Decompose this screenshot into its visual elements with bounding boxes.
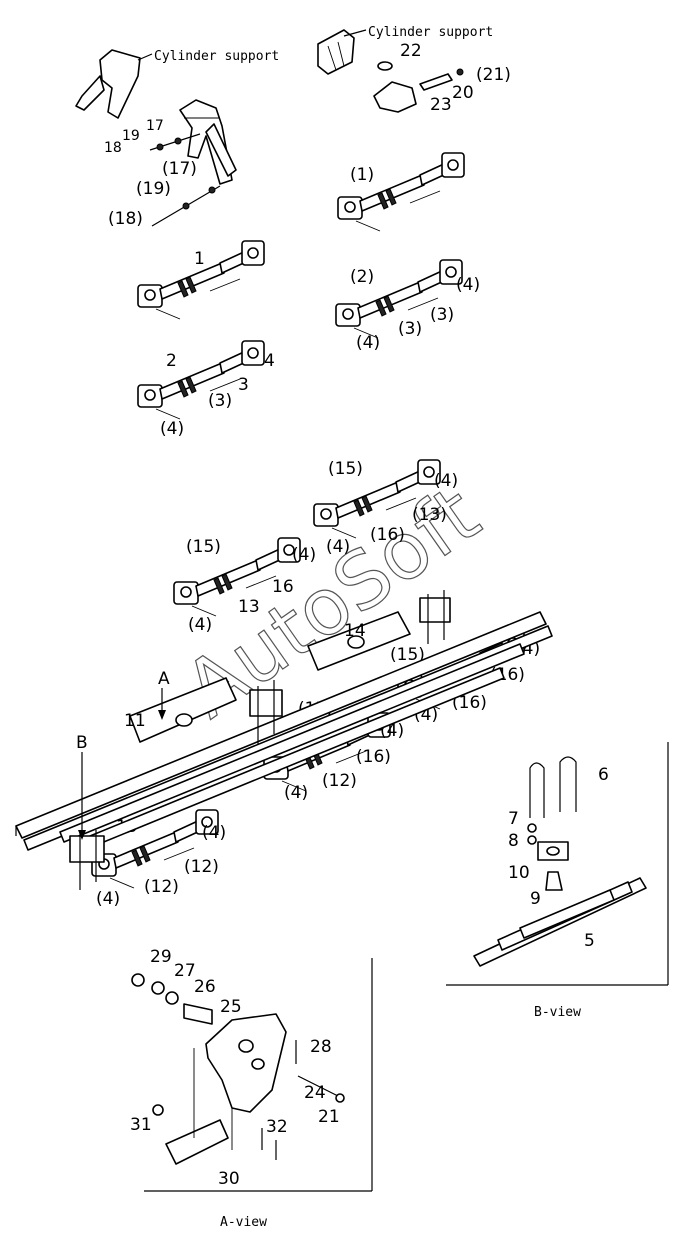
label-20: 20	[452, 83, 474, 103]
a-view-hanger	[165, 1013, 287, 1165]
label-12p-a: (12)	[322, 771, 357, 791]
label-9: 9	[530, 889, 541, 909]
label-16p-a: (16)	[370, 525, 405, 545]
label-18p: (18)	[108, 209, 143, 229]
nut-29	[131, 973, 145, 987]
label-11: 11	[124, 711, 146, 731]
label-31: 31	[130, 1115, 152, 1135]
label-21: 21	[318, 1107, 340, 1127]
label-3p-a: (3)	[430, 305, 454, 325]
label-29: 29	[150, 947, 172, 967]
label-14: 14	[344, 621, 366, 641]
label-15p-c: (15)	[390, 645, 425, 665]
label-6: 6	[598, 765, 609, 785]
label-32: 32	[266, 1117, 288, 1137]
label-3p-b: (3)	[398, 319, 422, 339]
label-8: 8	[508, 831, 519, 851]
label-3p-c: (3)	[208, 391, 232, 411]
leaf-spring-assembly	[15, 611, 553, 851]
spring-hanger-b	[69, 830, 105, 890]
a-view-frame	[144, 958, 373, 1192]
pin-24	[297, 1075, 339, 1097]
label-4p-d: (4)	[434, 471, 458, 491]
label-25: 25	[220, 997, 242, 1017]
caption-b-view: B-view	[534, 1005, 581, 1020]
label-27: 27	[174, 961, 196, 981]
label-19p: (19)	[136, 179, 171, 199]
label-2p: (2)	[350, 267, 374, 287]
cylinder-support-left	[75, 49, 237, 185]
label-5: 5	[584, 931, 595, 951]
caption-cylinder-support-left: Cylinder support	[154, 49, 279, 64]
label-18: 18	[104, 140, 122, 156]
equalizer-beam-11	[129, 677, 237, 743]
label-19: 19	[122, 128, 140, 144]
b-view-frame	[446, 742, 669, 986]
caption-cylinder-support-right: Cylinder support	[368, 25, 493, 40]
label-12p-b: (12)	[184, 857, 219, 877]
label-4p-e: (4)	[326, 537, 350, 557]
label-4p-g: (4)	[188, 615, 212, 635]
b-view-leaf-spring	[473, 877, 647, 967]
label-10: 10	[508, 863, 530, 883]
spring-hanger-mid	[249, 680, 283, 744]
label-4p-k: (4)	[284, 783, 308, 803]
label-15p-b: (15)	[186, 537, 221, 557]
u-bolts	[529, 756, 577, 818]
spring-seat-9	[545, 871, 563, 891]
caption-a-view: A-view	[220, 1215, 267, 1230]
label-23: 23	[430, 95, 452, 115]
label-21p: (21)	[476, 65, 511, 85]
washer-27	[151, 981, 165, 995]
label-a: A	[158, 669, 170, 689]
label-b: B	[76, 733, 88, 753]
label-24: 24	[304, 1083, 326, 1103]
cylinder-support-right	[317, 29, 453, 113]
bushing-25	[183, 1003, 213, 1025]
label-1p: (1)	[350, 165, 374, 185]
label-4p-c: (4)	[160, 419, 184, 439]
equalizer-beam-14	[307, 611, 411, 671]
label-12p-c: (12)	[144, 877, 179, 897]
bushing-26	[165, 991, 179, 1005]
label-17: 17	[146, 118, 164, 134]
label-4: 4	[264, 351, 275, 371]
label-26: 26	[194, 977, 216, 997]
label-2: 2	[166, 351, 177, 371]
label-3: 3	[238, 375, 249, 395]
label-4p-f: (4)	[292, 545, 316, 565]
label-4p-a: (4)	[456, 275, 480, 295]
label-13: 13	[238, 597, 260, 617]
label-30: 30	[218, 1169, 240, 1189]
label-4p-l: (4)	[202, 823, 226, 843]
label-4p-b: (4)	[356, 333, 380, 353]
spring-hanger-right	[419, 590, 451, 644]
label-4p-m: (4)	[96, 889, 120, 909]
label-7: 7	[508, 809, 519, 829]
nut-31	[152, 1104, 164, 1116]
label-16p-c: (16)	[452, 693, 487, 713]
label-17p: (17)	[162, 159, 197, 179]
label-15p-a: (15)	[328, 459, 363, 479]
label-22: 22	[400, 41, 422, 61]
label-28: 28	[310, 1037, 332, 1057]
label-16p-d: (16)	[356, 747, 391, 767]
label-1: 1	[194, 249, 205, 269]
label-13p: (13)	[412, 505, 447, 525]
label-16: 16	[272, 577, 294, 597]
